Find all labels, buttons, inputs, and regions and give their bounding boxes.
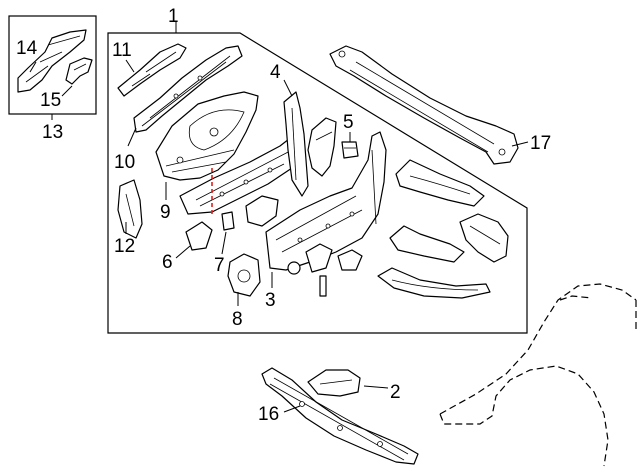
part-bracket-mid[interactable] [245, 195, 279, 227]
part-lower-rail-right[interactable] [395, 159, 485, 207]
callout-14: 14 [16, 38, 38, 59]
part-4-pillar[interactable] [283, 91, 309, 197]
callout-2: 2 [390, 382, 401, 403]
callout-7: 7 [214, 255, 225, 276]
part-9-wheelhouse[interactable] [155, 91, 259, 181]
callout-6: 6 [162, 252, 173, 273]
callout-8: 8 [232, 309, 243, 330]
part-7-clip[interactable] [221, 211, 235, 231]
callout-10: 10 [114, 152, 135, 173]
part-lower-member[interactable] [377, 267, 491, 299]
callout-3: 3 [265, 290, 276, 311]
part-17-upper-bar[interactable] [329, 45, 519, 165]
fender-outline-dashed [439, 283, 637, 467]
part-small-bracket-a[interactable] [305, 243, 333, 273]
part-14-rail[interactable] [17, 29, 87, 93]
part-bolt[interactable] [319, 275, 327, 297]
part-16-cross-member[interactable] [261, 367, 419, 465]
part-11-upper-rail[interactable] [117, 43, 187, 97]
part-10-apron-reinforcement[interactable] [133, 45, 243, 133]
part-panel-extension[interactable] [307, 117, 337, 177]
part-12-brace[interactable] [117, 179, 143, 239]
part-2-gusset[interactable] [307, 369, 361, 397]
part-6-bracket[interactable] [185, 221, 213, 251]
callout-17: 17 [530, 133, 551, 154]
callout-1: 1 [168, 6, 179, 27]
part-bracket-right[interactable] [459, 213, 509, 263]
part-3-side-member[interactable] [265, 131, 387, 275]
callout-16: 16 [258, 404, 279, 425]
part-small-bracket-b[interactable] [337, 249, 363, 271]
part-15-bracket[interactable] [65, 57, 93, 85]
callout-5: 5 [343, 112, 354, 133]
callout-15: 15 [40, 90, 61, 111]
callout-9: 9 [160, 202, 171, 223]
part-8-mount[interactable] [227, 253, 261, 297]
assembly-frame-1 [107, 32, 528, 334]
part-5-bracket[interactable] [341, 141, 359, 159]
callout-4: 4 [270, 62, 281, 83]
callout-11: 11 [112, 40, 132, 61]
callout-12: 12 [114, 236, 135, 257]
callout-13: 13 [42, 122, 63, 143]
leader-lines [29, 22, 529, 413]
part-closing-plate[interactable] [389, 225, 465, 263]
